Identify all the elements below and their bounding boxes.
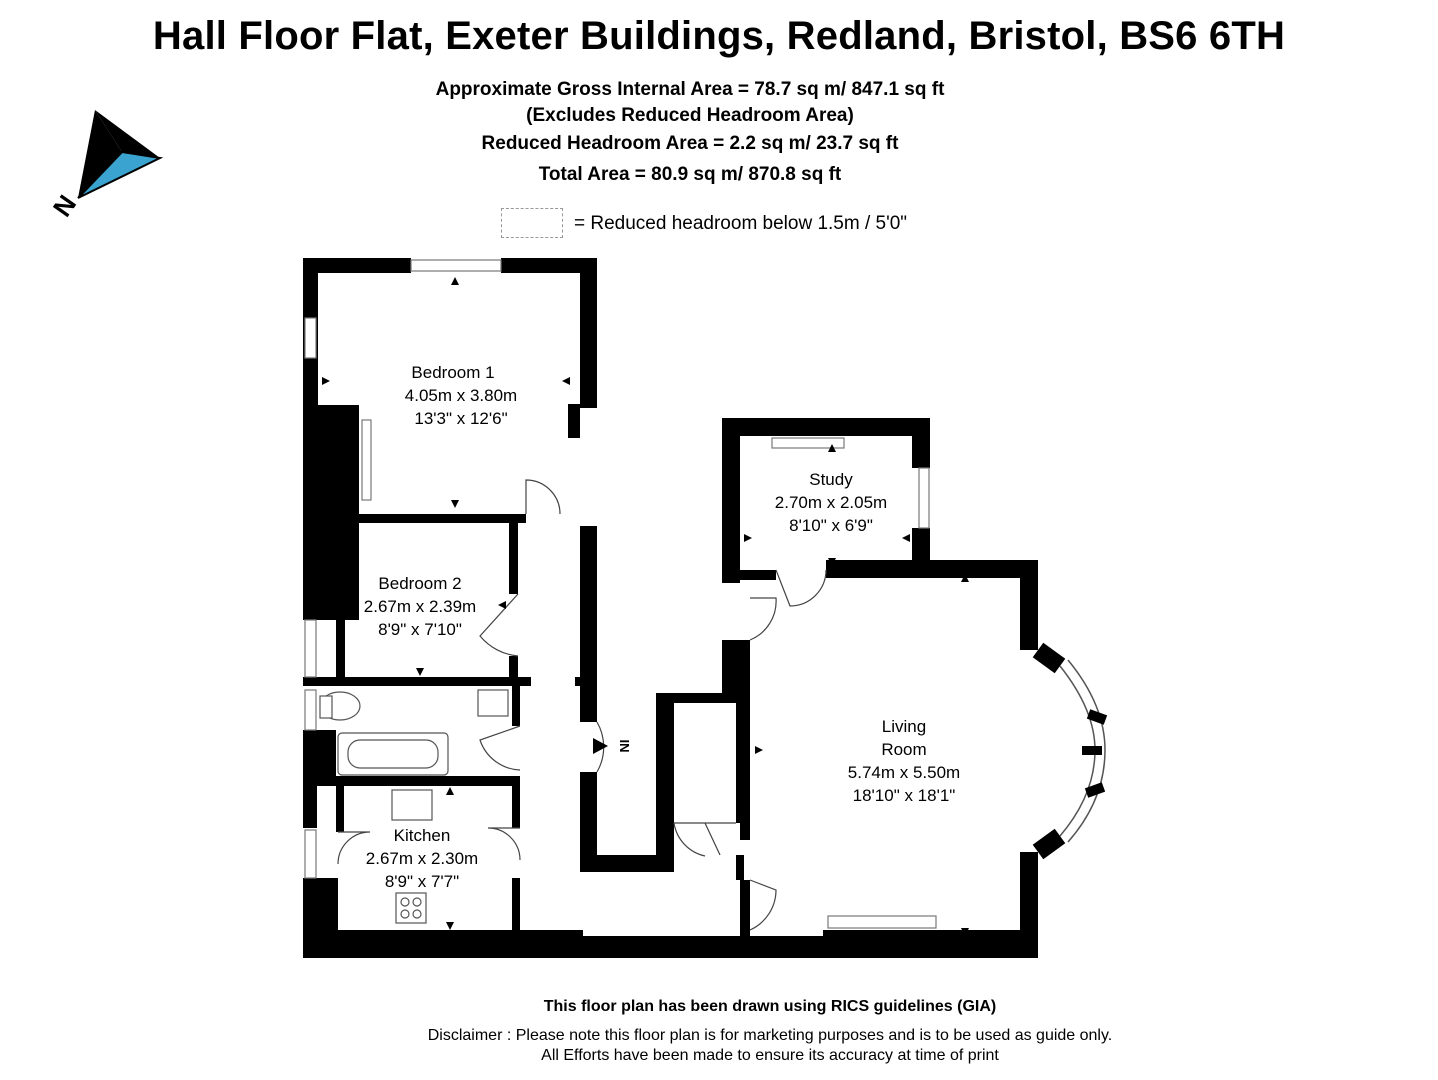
gross-internal-area: Approximate Gross Internal Area = 78.7 s… <box>435 79 945 100</box>
kitchen-imperial: 8'9" x 7'7" <box>385 872 459 891</box>
reduced-headroom-legend-swatch <box>501 208 563 238</box>
reduced-headroom-area: Reduced Headroom Area = 2.2 sq m/ 23.7 s… <box>481 133 899 154</box>
bedroom1-name: Bedroom 1 <box>411 363 494 382</box>
room-labels: Bedroom 1 4.05m x 3.80m 13'3" x 12'6" Be… <box>364 363 960 891</box>
reduced-headroom-legend-text: = Reduced headroom below 1.5m / 5'0" <box>574 213 908 234</box>
bedroom1-metric: 4.05m x 3.80m <box>405 386 517 405</box>
walls <box>303 258 1038 958</box>
living-room-metric: 5.74m x 5.50m <box>848 763 960 782</box>
north-label: N <box>47 189 82 222</box>
study-name: Study <box>809 470 853 489</box>
entrance-label: IN <box>617 740 632 753</box>
disclaimer-line2: All Efforts have been made to ensure its… <box>541 1047 999 1064</box>
bedroom1-imperial: 13'3" x 12'6" <box>414 409 507 428</box>
bedroom2-imperial: 8'9" x 7'10" <box>378 620 462 639</box>
living-room-imperial: 18'10" x 18'1" <box>853 786 956 805</box>
study-imperial: 8'10" x 6'9" <box>789 516 873 535</box>
bedroom2-metric: 2.67m x 2.39m <box>364 597 476 616</box>
north-arrow-icon: N <box>47 110 164 222</box>
dimension-markers <box>322 277 969 936</box>
study-metric: 2.70m x 2.05m <box>775 493 887 512</box>
bedroom2-name: Bedroom 2 <box>378 574 461 593</box>
kitchen-name: Kitchen <box>394 826 451 845</box>
living-room-name-line2: Room <box>881 740 926 759</box>
disclaimer-line1: Disclaimer : Please note this floor plan… <box>427 1027 1113 1044</box>
bay-window <box>1032 642 1108 860</box>
entrance-arrow-icon <box>593 738 608 754</box>
windows <box>304 259 937 929</box>
total-area: Total Area = 80.9 sq m/ 870.8 sq ft <box>538 164 842 185</box>
excludes-note: (Excludes Reduced Headroom Area) <box>526 105 854 126</box>
guidelines-note: This floor plan has been drawn using RIC… <box>543 998 997 1015</box>
living-room-name-line1: Living <box>882 717 926 736</box>
fixtures <box>319 689 509 924</box>
page-title: Hall Floor Flat, Exeter Buildings, Redla… <box>152 14 1286 58</box>
kitchen-metric: 2.67m x 2.30m <box>366 849 478 868</box>
